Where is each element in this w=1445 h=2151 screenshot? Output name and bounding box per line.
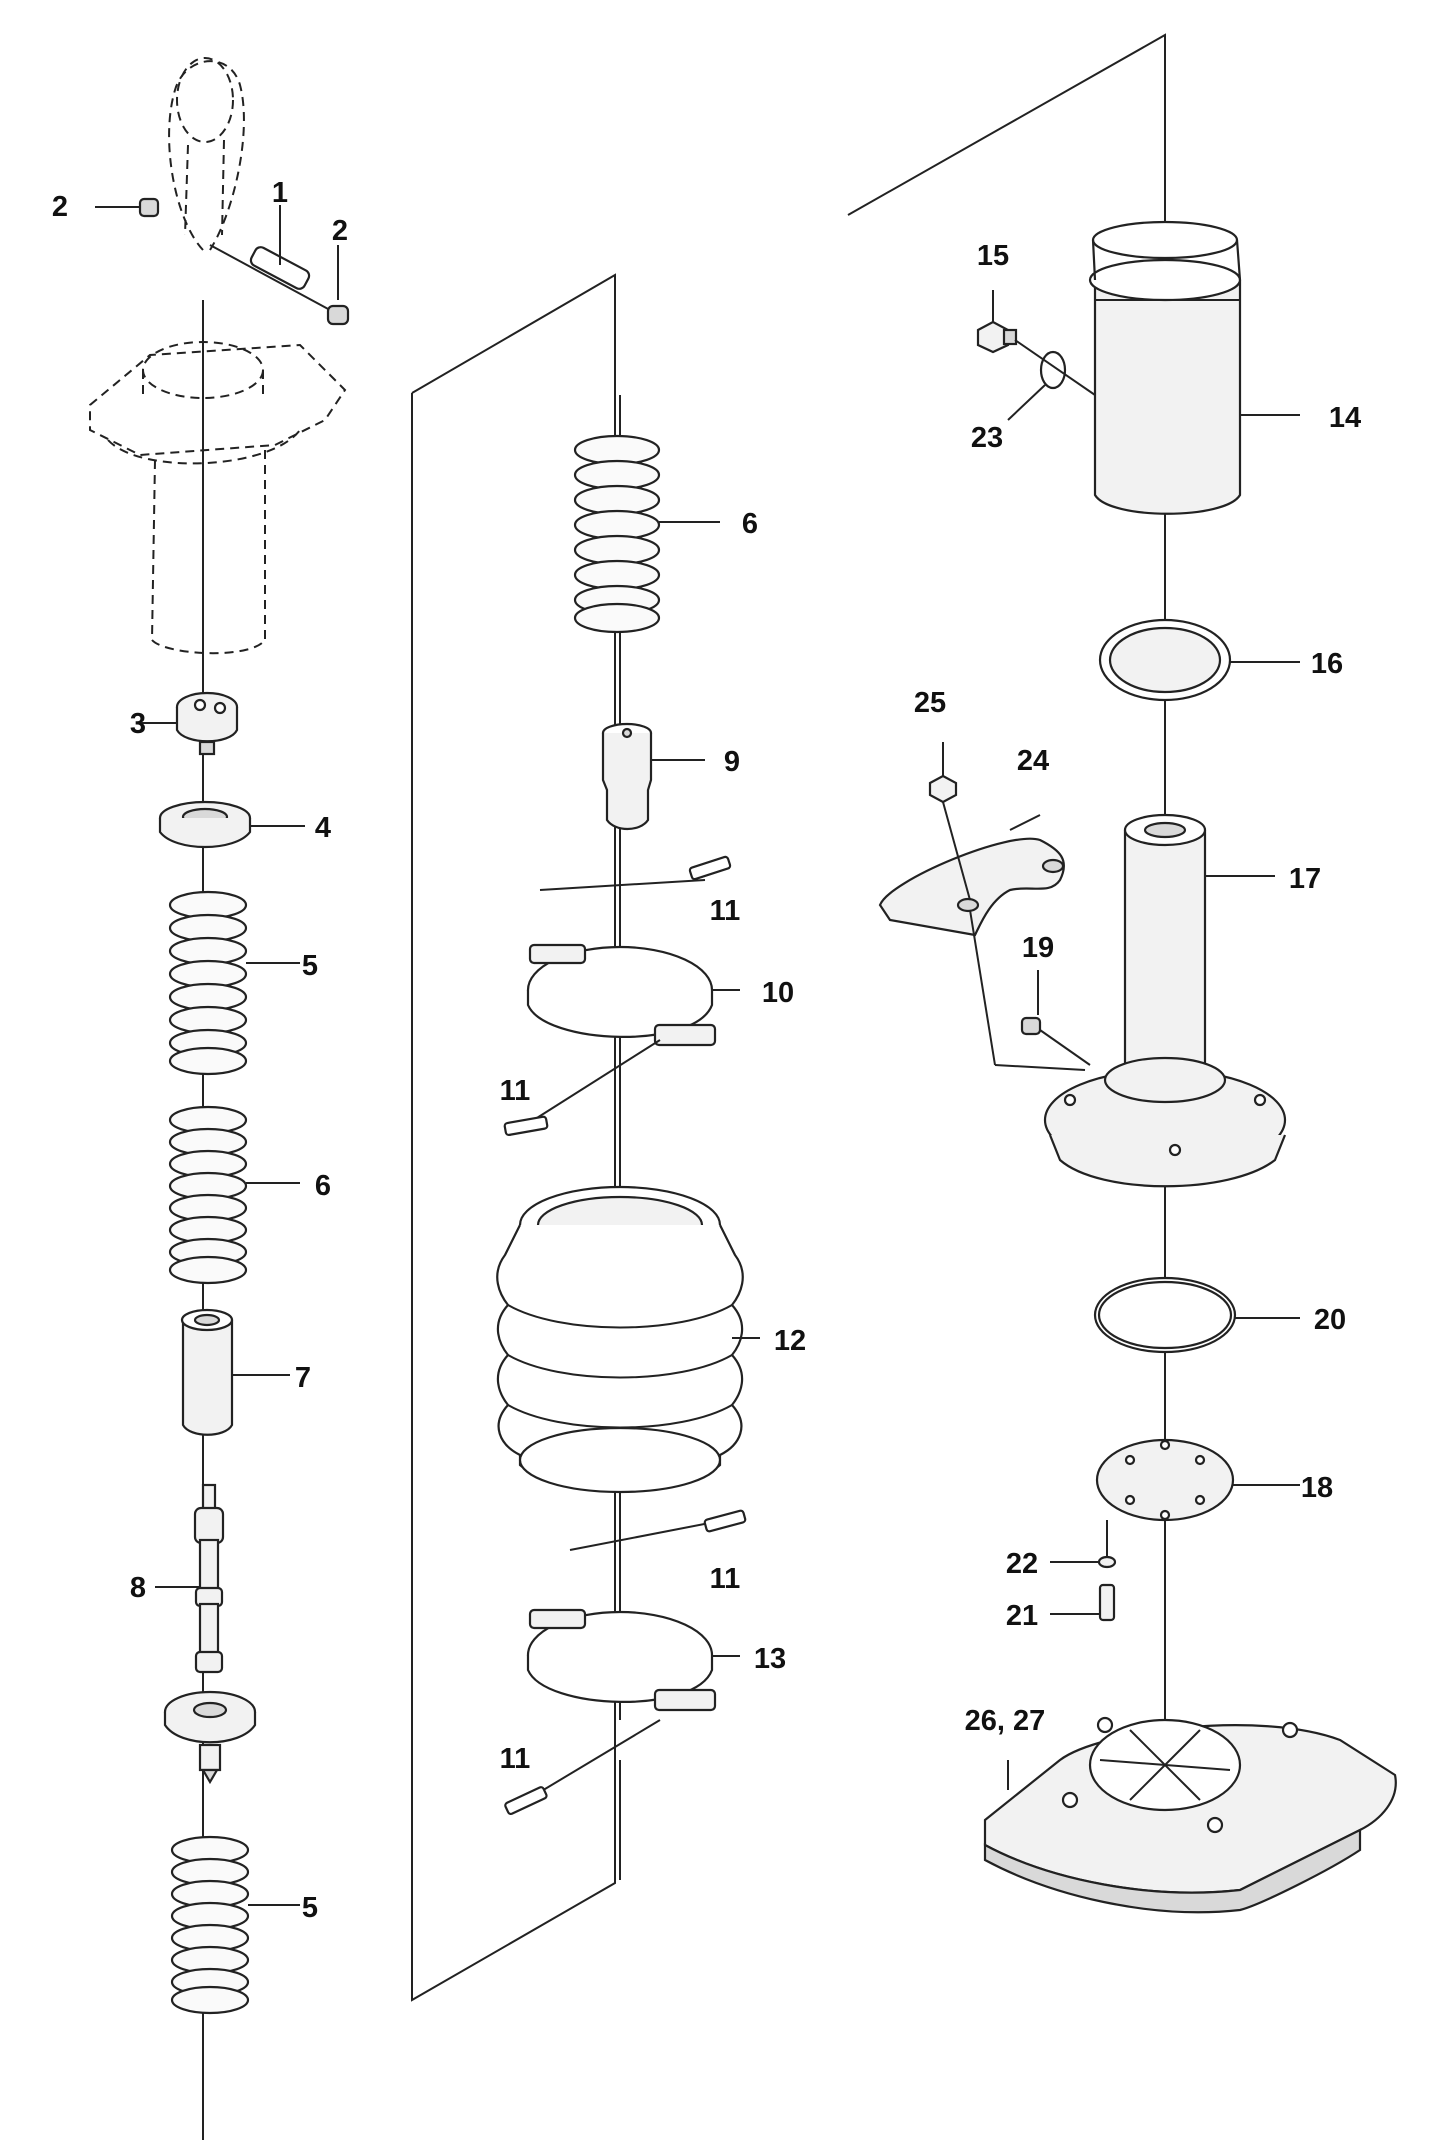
callout-17: 17 [1289,863,1321,895]
part-11-screw-c [703,1509,747,1533]
callout-13: 13 [754,1643,786,1675]
part-11-screw-a [688,855,732,881]
part-4-washer [158,800,252,848]
callout-18: 18 [1301,1472,1333,1504]
part-5-spring-lower [170,1835,250,2015]
callout-15: 15 [977,240,1009,272]
callout-24: 24 [1017,745,1049,777]
part-24-bracket [878,837,1066,937]
part-16-gasket [1098,618,1232,702]
callout-12: 12 [774,1325,806,1357]
callout-20: 20 [1314,1304,1346,1336]
callout-11-a: 11 [710,895,741,927]
part-23-seal-ring [1039,350,1067,390]
callout-23: 23 [971,422,1003,454]
part-8-shaft [163,1483,257,1785]
callout-2-right: 2 [332,215,348,247]
part-13-clamp [526,1608,717,1712]
part-17-guide-tube [1043,813,1287,1188]
callout-25: 25 [914,687,946,719]
part-25-nut [928,774,958,804]
part-2-cap-right [326,304,350,326]
part-5-spring-upper [168,890,248,1076]
part-1-pin [249,246,311,290]
callout-22: 22 [1006,1548,1038,1580]
part-12-bellows [496,1185,744,1494]
callout-26-27: 26, 27 [965,1705,1046,1737]
part-18-plate [1095,1438,1235,1522]
callout-11-b: 11 [500,1075,531,1107]
part-26-27-foot-plate [983,1716,1397,1914]
part-22-washer [1097,1555,1117,1569]
part-14-cylinder [1088,220,1242,515]
right-column-assembly [878,220,1397,1914]
callout-11-c: 11 [710,1563,741,1595]
center-panel-frame [411,273,616,2002]
part-3-flange-nut [175,691,239,756]
part-2-cap-left [138,197,160,218]
part-19-bolt [1020,1016,1042,1036]
part-7-sleeve [180,1308,234,1436]
callout-10: 10 [762,977,794,1009]
callout-16: 16 [1311,648,1343,680]
part-21-screw [1098,1583,1116,1622]
callout-3: 3 [130,708,146,740]
callout-21: 21 [1006,1600,1038,1632]
center-column-assembly [496,395,760,1880]
part-11-screw-b [503,1115,549,1137]
callout-2-left: 2 [52,191,68,223]
part-6-spring-center [573,434,661,634]
callout-6-left: 6 [315,1170,331,1202]
callout-8: 8 [130,1572,146,1604]
part-15-plug [976,320,1018,354]
callout-11-d: 11 [500,1743,531,1775]
left-column-assembly [89,57,350,2140]
callout-5-upper: 5 [302,950,318,982]
callout-1: 1 [272,177,288,209]
part-10-clamp [526,943,717,1047]
callout-4: 4 [315,812,331,844]
callout-14: 14 [1329,402,1361,434]
callout-5-lower: 5 [302,1892,318,1924]
part-11-screw-d [504,1786,548,1816]
part-9-bushing [601,722,653,831]
callout-19: 19 [1022,932,1054,964]
callout-9: 9 [724,746,740,778]
callout-7: 7 [295,1362,311,1394]
callout-6-center: 6 [742,508,758,540]
part-6-spring-left [168,1105,248,1285]
